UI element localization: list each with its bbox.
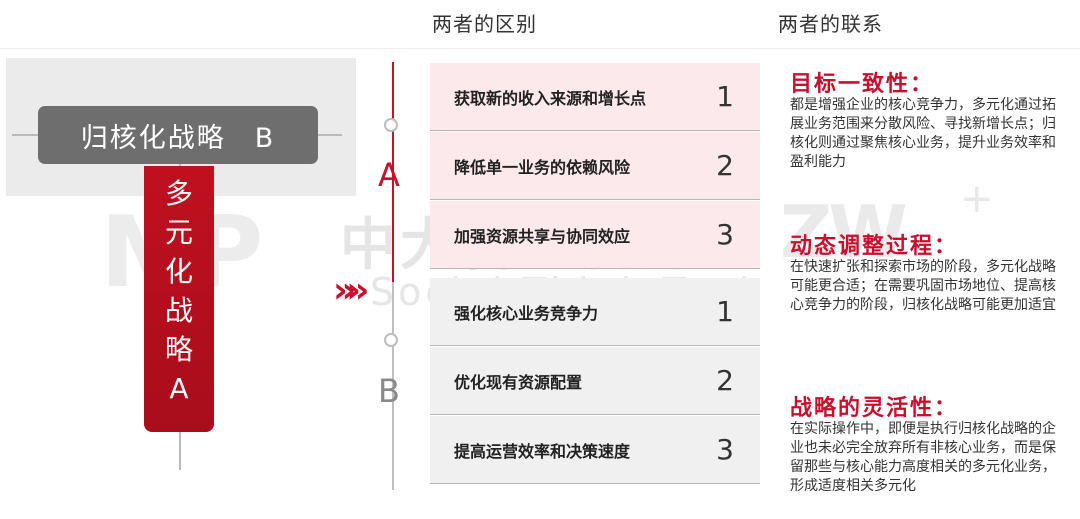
row-text: 强化核心业务竞争力 — [454, 303, 599, 323]
timeline-red-segment — [392, 62, 394, 282]
difference-row: 强化核心业务竞争力 1 — [430, 278, 760, 346]
relation-body: 在快速扩张和探索市场的阶段，多元化战略可能更合适；在需要巩固市场地位、提高核心竞… — [790, 259, 1056, 313]
watermark-logo-right: ZW — [780, 190, 908, 274]
group-b-letter: B — [378, 372, 400, 410]
relation-title: 战略的灵活性： — [790, 396, 959, 421]
row-number: 3 — [716, 218, 734, 251]
group-a-letter: A — [378, 156, 400, 194]
difference-row: 降低单一业务的依赖风险 2 — [430, 132, 760, 200]
row-text: 降低单一业务的依赖风险 — [454, 157, 631, 177]
row-text: 加强资源共享与协同效应 — [454, 226, 631, 246]
header-differences: 两者的区别 — [432, 12, 537, 36]
row-number: 2 — [716, 364, 734, 397]
strategy-a-char: A — [169, 372, 189, 405]
relation-title: 动态调整过程： — [790, 234, 959, 259]
row-number: 2 — [716, 149, 734, 182]
strategy-a-char: 多 — [164, 177, 193, 210]
row-number: 3 — [716, 433, 734, 466]
watermark-plus: + — [960, 176, 994, 222]
strategy-b-box: 归核化战略 B — [38, 106, 318, 164]
strategy-a-char: 化 — [164, 255, 193, 288]
row-text: 获取新的收入来源和增长点 — [454, 88, 647, 108]
chevron-right-icon: »» — [333, 270, 369, 311]
timeline-node — [384, 333, 398, 347]
timeline-node — [384, 118, 398, 132]
row-number: 1 — [716, 295, 734, 328]
header-relations: 两者的联系 — [778, 12, 883, 36]
difference-row: 优化现有资源配置 2 — [430, 347, 760, 415]
row-text: 优化现有资源配置 — [454, 372, 583, 392]
relation-body: 都是增强企业的核心竞争力，多元化通过拓展业务范围来分散风险、寻找新增长点；归核化… — [790, 97, 1056, 170]
relation-body: 在实际操作中，即便是执行归核化战略的企业也未必完全放弃所有非核心业务，而是保留那… — [790, 421, 1056, 494]
strategy-a-char: 战 — [164, 294, 193, 327]
difference-row: 提高运营效率和决策速度 3 — [430, 416, 760, 484]
difference-row: 获取新的收入来源和增长点 1 — [430, 63, 760, 131]
row-number: 1 — [716, 80, 734, 113]
relation-title: 目标一致性： — [790, 72, 935, 97]
header-divider — [0, 48, 1080, 49]
difference-row: 加强资源共享与协同效应 3 — [430, 201, 760, 269]
strategy-a-char: 元 — [164, 216, 193, 249]
strategy-a-char: 略 — [164, 333, 193, 366]
strategy-a-bar: 多 元 化 战 略 A — [144, 166, 214, 432]
row-text: 提高运营效率和决策速度 — [454, 441, 631, 461]
